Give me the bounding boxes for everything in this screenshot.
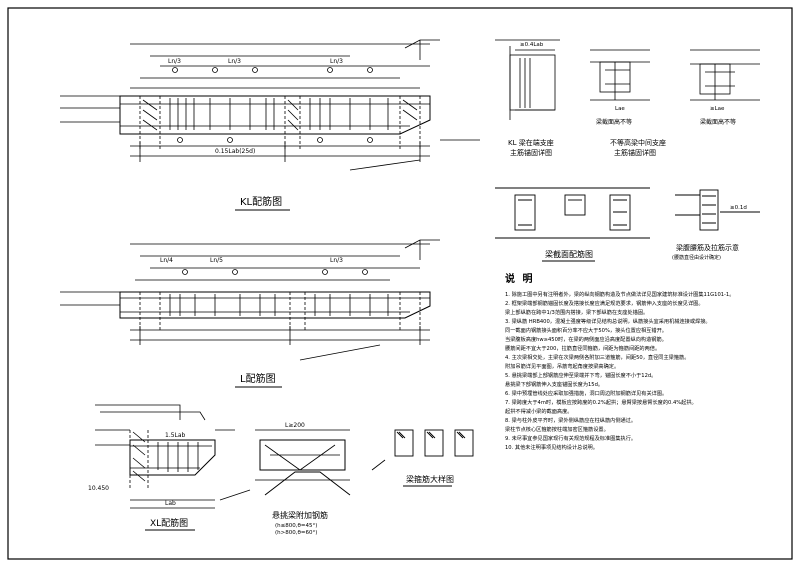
section-details	[495, 187, 650, 239]
notes-lines: 1. 除施工图中另有注明者外，梁的纵向钢筋构造及节点做法详见国家建筑标准设计图集…	[505, 291, 795, 453]
anchor-title2b: 主筋锚固详图	[614, 148, 656, 157]
cantilever-dim: L≥200	[285, 422, 305, 429]
note-line: 7. 梁跨度大于4m时，模板应按跨度的0.2%起拱；悬臂梁按悬臂长度的0.4%起…	[505, 400, 697, 406]
stirrup-title: 梁箍筋大样图	[406, 474, 454, 484]
cantilever-sub2: (h>800,θ=60°)	[275, 530, 317, 536]
note-line: 同一截面内钢筋接头面积百分率不应大于50%，接头位置应相互错开。	[505, 328, 667, 334]
xl-detail	[95, 404, 251, 509]
waist-sub: (腰筋直径由设计确定)	[672, 254, 721, 261]
xl-label-b: 1.5Lab	[165, 432, 186, 439]
note-line: 起拱不得减小梁的截面高度。	[505, 409, 573, 415]
l-label-l1: Ln/4	[160, 257, 173, 264]
note-line: 8. 梁与柱外皮平齐时，梁外侧纵筋应在柱纵筋内侧通过。	[505, 418, 637, 424]
anchor-dim2: Lae	[615, 106, 625, 112]
note-line: 10. 其他未注明事项见结构设计总说明。	[505, 445, 598, 451]
note-line: 悬挑梁下部钢筋伸入支座锚固长度为15d。	[505, 382, 604, 388]
note-line: 2. 框架梁端部钢筋锚固长度及搭接长度应满足规范要求，钢筋伸入支座的长度见详图。	[505, 301, 704, 307]
waist-dim: ≥0.1d	[730, 205, 747, 211]
note-line: 4. 主次梁相交处，主梁在次梁两侧各附加三道箍筋，间距50，直径同主梁箍筋。	[505, 355, 690, 361]
cantilever-sub1: (h≤800,θ=45°)	[275, 523, 317, 529]
anchor-title1b: 主筋锚固详图	[510, 148, 552, 157]
note-line: 1. 除施工图中另有注明者外，梁的纵向钢筋构造及节点做法详见国家建筑标准设计图集…	[505, 292, 735, 298]
note-line: 当梁腹板高度hw≥450时，在梁的两侧面应沿高度配置纵向构造钢筋。	[505, 337, 667, 343]
note-line: 梁柱节点核心区箍筋按柱端加密区箍筋设置。	[505, 427, 609, 433]
anchor-title1: KL 梁在端支座	[508, 138, 554, 147]
notes-block: 说 明 1. 除施工图中另有注明者外，梁的纵向钢筋构造及节点做法详见国家建筑标准…	[505, 270, 795, 453]
xl-elev: 10.450	[88, 485, 109, 492]
waist-detail	[675, 189, 760, 231]
l-title: L配筋图	[240, 372, 276, 385]
note-line: 腰筋间距不宜大于200，拉筋直径同箍筋，间距为箍筋间距的两倍。	[505, 346, 661, 352]
note-line: 梁上部纵筋在跨中1/3范围内搭接，梁下部纵筋在支座处锚固。	[505, 310, 649, 316]
kl-elevation	[60, 39, 480, 171]
stirrup-details	[371, 429, 474, 471]
l-elevation	[60, 239, 440, 361]
note-line: 9. 未尽事宜参见国家现行有关规范规程及标准图集执行。	[505, 436, 637, 442]
kl-label-l1: Ln/3	[168, 58, 181, 65]
note-line: 3. 梁纵筋 HRB400，混凝土强度等级详见结构总说明，纵筋接头宜采用机械连接…	[505, 319, 711, 325]
anchor-title2: 不等高梁中间支座	[610, 138, 666, 147]
note-line: 5. 悬挑梁端部上部钢筋应伸至梁端并下弯，锚固长度不小于12d。	[505, 373, 657, 379]
waist-title: 梁腹腰筋及拉筋示意	[676, 243, 739, 252]
note-line: 6. 梁中预埋管线处应采取加强措施，洞口周边附加钢筋详见有关详图。	[505, 391, 668, 397]
l-label-l3: Ln/3	[330, 257, 343, 264]
xl-title: XL配筋图	[150, 517, 188, 529]
kl-title: KL配筋图	[240, 195, 282, 208]
sheet-border	[7, 7, 793, 560]
note-line: 附加吊筋详见平面图，吊筋弯起角度按梁高确定。	[505, 364, 620, 370]
notes-heading: 说 明	[505, 274, 535, 285]
cantilever-detail	[255, 429, 351, 496]
kl-label-l3: Ln/3	[330, 58, 343, 65]
anchor-sub-a: 梁截面高不等	[596, 118, 632, 126]
anchor-sub-b: 梁截面高不等	[700, 118, 736, 126]
kl-label-l2: Ln/3	[228, 58, 241, 65]
xl-label-a: Lab	[165, 500, 176, 507]
section-title: 梁截面配筋图	[545, 249, 593, 259]
anchor-dim3: ≥Lae	[710, 106, 725, 112]
anchor-dim1: ≥0.4Lab	[520, 42, 544, 48]
cantilever-title: 悬挑梁附加钢筋	[272, 510, 328, 520]
anchor-details	[495, 39, 760, 120]
l-label-l2: Ln/5	[210, 257, 223, 264]
kl-dim-bottom: 0.15Lab(25d)	[215, 148, 255, 155]
